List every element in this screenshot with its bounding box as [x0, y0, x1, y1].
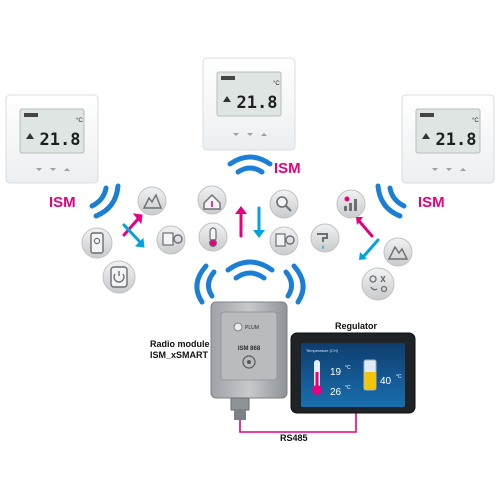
button-up-icon[interactable] — [460, 168, 466, 171]
device-circle — [137, 186, 167, 216]
radio-module-label-line2: ISM_xSMART — [150, 350, 209, 360]
regulator-unit-c: °C — [396, 374, 402, 380]
lcd-symbol — [221, 76, 235, 80]
regulator-label: Regulator — [335, 321, 378, 331]
rs485-cable — [239, 411, 357, 433]
regulator-unit-b: °C — [345, 385, 351, 391]
device-circle — [269, 226, 299, 256]
regulator-screen — [301, 343, 405, 407]
mountain-snow-icon — [142, 193, 163, 209]
ism-label-center: ISM — [274, 160, 301, 177]
thermostat-temperature: 21.8 — [436, 130, 477, 150]
button-up-icon[interactable] — [261, 133, 267, 136]
radio-symbol-icon — [242, 355, 256, 369]
ism-label-left: ISM — [49, 194, 76, 211]
power-socket-icon — [110, 266, 128, 288]
thermostat-center: 21.8 °C — [202, 57, 296, 151]
thermostat-unit: °C — [273, 81, 280, 87]
rs485-label: RS485 — [280, 433, 308, 443]
signal-waves-center-top — [227, 154, 273, 175]
thermostat-right: 21.8 °C — [401, 94, 495, 184]
device-circle — [336, 189, 366, 219]
device-circle — [269, 189, 299, 219]
valve-sensor-icon — [275, 233, 286, 247]
thermostat-temperature: 21.8 — [40, 130, 81, 150]
arrow-center-cluster — [235, 206, 265, 238]
thermostat-temperature: 21.8 — [237, 93, 278, 113]
button-down-icon[interactable] — [50, 168, 56, 171]
regulator-value-left: 19 — [330, 367, 342, 378]
mountain-icon — [387, 245, 409, 260]
flame-icon — [223, 96, 231, 102]
button-down-icon[interactable] — [446, 168, 452, 171]
device-circle — [361, 267, 395, 301]
lcd-screen — [415, 108, 481, 154]
ism-label-right: ISM — [418, 194, 445, 211]
module-model: ISM 868 — [238, 346, 261, 352]
regulator-unit-a: °C — [345, 365, 351, 371]
lcd-symbol — [420, 113, 434, 117]
regulator-value-bottom: 26 — [330, 387, 342, 398]
radio-module-box: PLUM ISM 868 — [210, 301, 288, 420]
brand-logo-icon — [233, 322, 243, 332]
button-down-icon[interactable] — [247, 133, 253, 136]
device-circle — [81, 227, 113, 259]
arrow-right-cluster — [356, 217, 380, 260]
arrow-left-cluster — [122, 213, 145, 248]
thermostat-buttons — [233, 133, 267, 136]
device-circle — [102, 260, 136, 294]
regulator-value-right: 40 — [380, 376, 392, 387]
thermostat-buttons — [36, 168, 70, 171]
bar-chart-level-icon — [344, 199, 357, 211]
device-circle — [198, 222, 228, 252]
thermostat-left: 21.8 °C — [5, 94, 99, 184]
lcd-symbol — [24, 113, 38, 117]
device-circle — [310, 223, 340, 253]
cable-gland-icon — [230, 397, 250, 411]
signal-waves-right — [375, 183, 407, 219]
button-down-icon[interactable] — [36, 168, 42, 171]
device-circle — [156, 225, 186, 255]
flame-icon — [422, 133, 430, 139]
module-brand: PLUM — [245, 325, 259, 331]
thermostat-unit: °C — [76, 118, 83, 124]
signal-waves-module — [194, 259, 306, 305]
device-circle — [383, 237, 413, 267]
remote-display-icon — [162, 232, 174, 246]
button-down-icon[interactable] — [233, 133, 239, 136]
flame-icon — [26, 133, 34, 139]
lcd-screen — [19, 108, 85, 154]
button-down-icon[interactable] — [432, 168, 438, 171]
regulator-device: Temperature (CH) 19 °C 26 °C 40 °C — [290, 332, 416, 414]
regulator-screen-header: Temperature (CH) — [306, 348, 339, 353]
button-up-icon[interactable] — [64, 168, 70, 171]
mixed-symbols-icon — [369, 275, 388, 293]
signal-waves-left — [89, 183, 121, 219]
thermostat-unit: °C — [472, 118, 479, 124]
radio-module-label-line1: Radio module — [150, 339, 210, 349]
device-circle — [197, 185, 227, 215]
thermostat-buttons — [432, 168, 466, 171]
lcd-screen — [216, 71, 282, 117]
magnifier-icon — [276, 196, 288, 208]
tap-water-icon — [317, 233, 328, 242]
